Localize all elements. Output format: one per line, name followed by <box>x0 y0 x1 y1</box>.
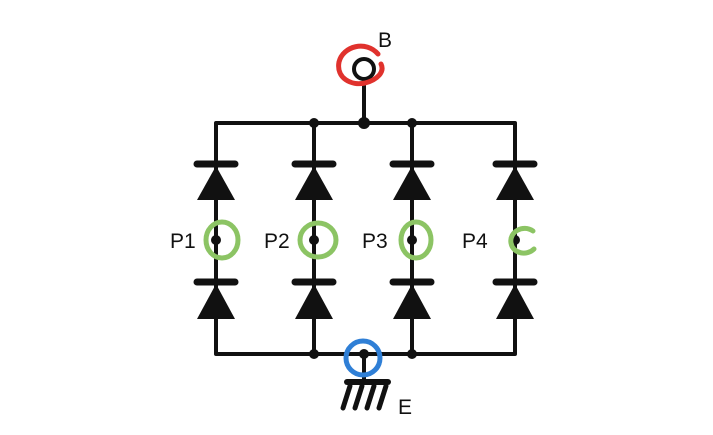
junction-dot <box>358 117 370 129</box>
diode-triangle <box>393 166 431 200</box>
point-label: P3 <box>362 230 388 253</box>
point-marker <box>508 225 537 256</box>
junction-dot <box>407 349 417 359</box>
diode-triangle <box>295 284 333 319</box>
diode-triangle <box>295 166 333 200</box>
diode-triangle <box>393 284 431 319</box>
midpoint-dot <box>407 235 417 245</box>
terminal-b-label: B <box>378 29 392 52</box>
point-marker <box>398 219 434 261</box>
point-marker <box>203 219 241 261</box>
terminal-b-circle <box>352 57 376 81</box>
point-label: P1 <box>170 230 196 253</box>
ground-symbol <box>340 379 391 411</box>
point-label: P2 <box>264 230 290 253</box>
terminal-b-marker <box>336 43 385 87</box>
junction-dot <box>359 349 369 359</box>
terminal-e-label: E <box>398 396 412 419</box>
diode-triangle <box>496 284 534 319</box>
junction-dot <box>309 349 319 359</box>
point-label: P4 <box>462 230 488 253</box>
terminal-e-marker <box>343 338 383 378</box>
diode-triangle <box>496 166 534 200</box>
junction-dot <box>309 118 319 128</box>
diode-triangle <box>197 166 235 200</box>
diode-branches: P1 P2 P3 P4 <box>170 123 538 354</box>
midpoint-dot <box>211 235 221 245</box>
junction-dots <box>309 117 417 359</box>
diode-triangle <box>197 284 235 319</box>
point-marker <box>297 220 339 260</box>
midpoint-dot <box>309 235 319 245</box>
junction-dot <box>407 118 417 128</box>
